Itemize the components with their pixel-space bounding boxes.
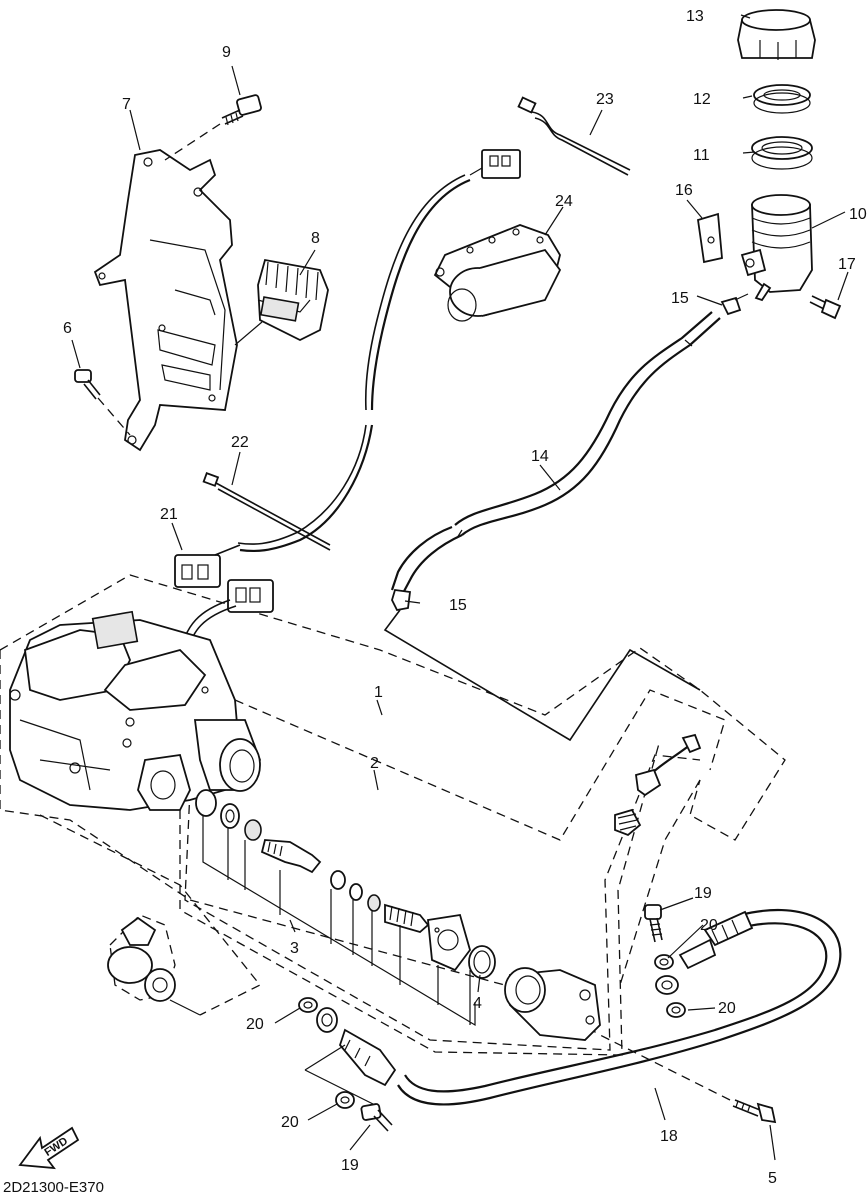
callout-16: 16 <box>675 182 693 199</box>
callout-11: 11 <box>693 147 710 164</box>
callout-1: 1 <box>374 684 383 701</box>
union-bolts-19 <box>360 904 663 1132</box>
callout-21: 21 <box>160 506 178 523</box>
reservoir-assembly <box>696 9 842 320</box>
hose-18 <box>304 908 842 1106</box>
callout-15-upper: 15 <box>671 290 689 307</box>
cable-tie-22 <box>202 472 331 551</box>
piston-components <box>195 789 496 1027</box>
callout-13: 13 <box>686 8 704 25</box>
callout-18: 18 <box>660 1128 678 1145</box>
bracket-7 <box>93 149 238 452</box>
callout-17: 17 <box>838 256 856 273</box>
callout-7: 7 <box>122 96 131 113</box>
cable-tie-23 <box>517 96 631 176</box>
bleeder-fittings <box>614 733 702 837</box>
callout-19-right: 19 <box>694 885 712 902</box>
callout-15-lower: 15 <box>449 597 467 614</box>
throttle-body <box>9 610 261 811</box>
bolt-5 <box>599 1034 777 1124</box>
drawing-code: 2D21300-E370 <box>3 1179 104 1195</box>
leader-lines <box>71 14 849 1161</box>
washers-20 <box>298 954 686 1109</box>
callout-10: 10 <box>849 206 867 223</box>
bolt-9 <box>164 94 262 161</box>
screw-6 <box>74 369 131 436</box>
callout-14: 14 <box>531 448 549 465</box>
callout-20-right-upper: 20 <box>700 917 718 934</box>
hose-14 <box>383 311 721 742</box>
callout-4: 4 <box>473 995 482 1012</box>
callout-23: 23 <box>596 91 614 108</box>
callout-labels: 1 2 3 4 5 6 7 8 9 10 11 12 13 14 15 15 1… <box>63 8 867 1187</box>
fwd-arrow-icon: FWD <box>18 1126 80 1170</box>
slave-cylinder <box>504 967 601 1041</box>
rectifier-8 <box>234 258 329 346</box>
callout-19-left: 19 <box>341 1157 359 1174</box>
callout-20-left-upper: 20 <box>246 1016 264 1033</box>
callout-2: 2 <box>370 755 379 772</box>
callout-3: 3 <box>290 940 299 957</box>
ignition-coil-24 <box>433 224 562 322</box>
callout-22: 22 <box>231 434 249 451</box>
callout-20-right-lower: 20 <box>718 1000 736 1017</box>
callout-8: 8 <box>311 230 320 247</box>
callout-12: 12 <box>693 91 711 108</box>
callout-24: 24 <box>555 193 573 210</box>
callout-5: 5 <box>768 1170 777 1187</box>
callout-20-left-lower: 20 <box>281 1114 299 1131</box>
callout-9: 9 <box>222 44 231 61</box>
master-cylinder <box>107 914 201 1016</box>
wire-harness <box>119 149 521 714</box>
callout-6: 6 <box>63 320 72 337</box>
